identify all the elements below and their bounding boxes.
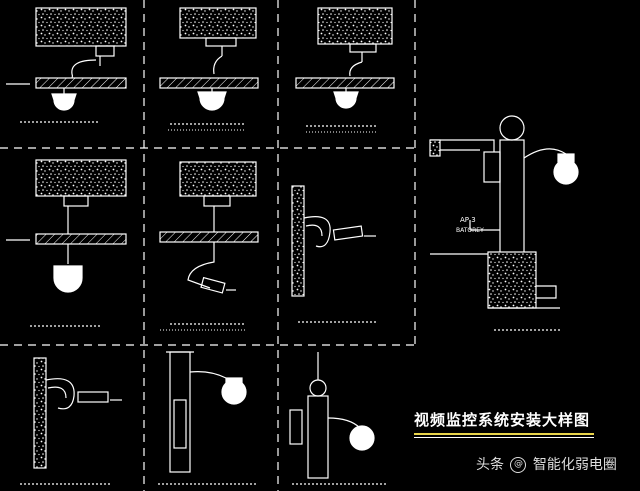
drawing-title: 视频监控系统安装大样图 xyxy=(414,411,591,429)
panel-wall-bullet-1 xyxy=(291,185,376,323)
panel-ceiling-dome-2 xyxy=(159,7,259,125)
caption-placeholders xyxy=(160,129,376,331)
pole-installation-detail: AP 3 BATOREY xyxy=(429,115,579,331)
svg-text:BATOREY: BATOREY xyxy=(456,227,484,234)
panel-ceiling-dome-3 xyxy=(295,7,395,127)
panel-pole-dome-1 xyxy=(158,351,256,485)
watermark: 头条 @ 智能化弱电圈 xyxy=(476,454,617,474)
title-underline-thin xyxy=(414,437,594,438)
title-underline xyxy=(414,433,594,435)
watermark-prefix: 头条 xyxy=(476,457,504,473)
panel-pole-dome-2 xyxy=(289,352,386,485)
panel-pendant-bullet xyxy=(159,161,259,325)
grid-dividers xyxy=(0,0,416,491)
svg-text:AP 3: AP 3 xyxy=(460,216,476,224)
panel-ceiling-dome-1 xyxy=(6,7,127,123)
watermark-handle: 智能化弱电圈 xyxy=(532,457,617,473)
panel-wall-bullet-2 xyxy=(20,357,122,485)
panel-pendant-dome-1 xyxy=(6,159,127,327)
at-icon: @ xyxy=(510,457,527,473)
